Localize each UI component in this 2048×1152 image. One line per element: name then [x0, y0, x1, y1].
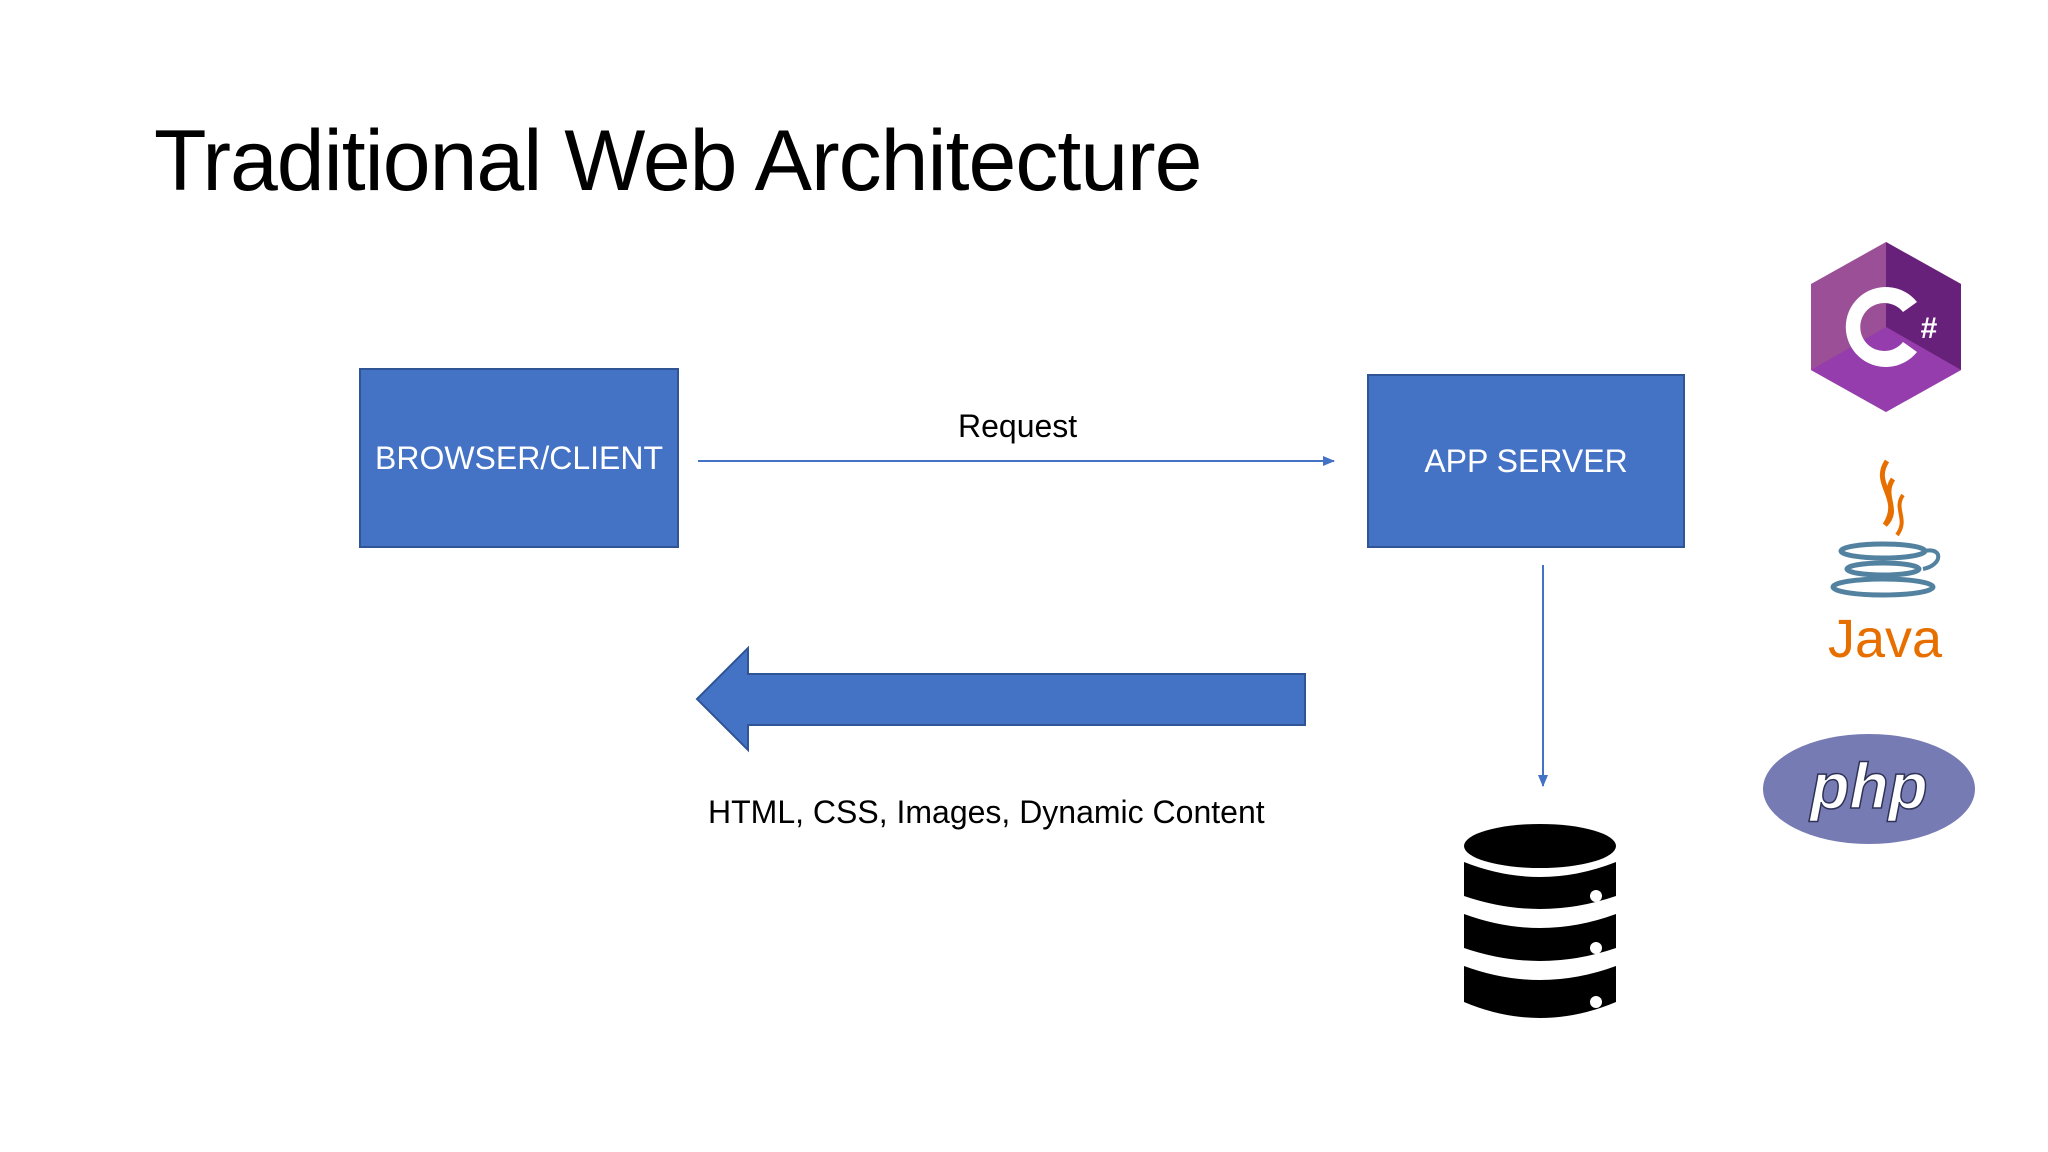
- database-icon: [1464, 824, 1616, 1018]
- php-logo-text: php: [1808, 750, 1927, 822]
- java-logo-text: Java: [1828, 609, 1943, 669]
- request-label: Request: [958, 408, 1078, 444]
- browser-client-label: BROWSER/CLIENT: [374, 439, 664, 476]
- slide-title: Traditional Web Architecture: [154, 113, 1203, 209]
- response-block-arrow: [695, 645, 1306, 753]
- response-label: HTML, CSS, Images, Dynamic Content: [708, 794, 1265, 830]
- app-server-node: APP SERVER: [1367, 374, 1685, 548]
- java-logo-icon: Java: [1828, 459, 1943, 669]
- csharp-logo-icon: #: [1811, 242, 1961, 412]
- browser-client-node: BROWSER/CLIENT: [359, 368, 679, 548]
- app-server-label: APP SERVER: [1424, 442, 1628, 479]
- csharp-logo-text: #: [1921, 312, 1938, 345]
- php-logo-icon: php: [1763, 734, 1975, 844]
